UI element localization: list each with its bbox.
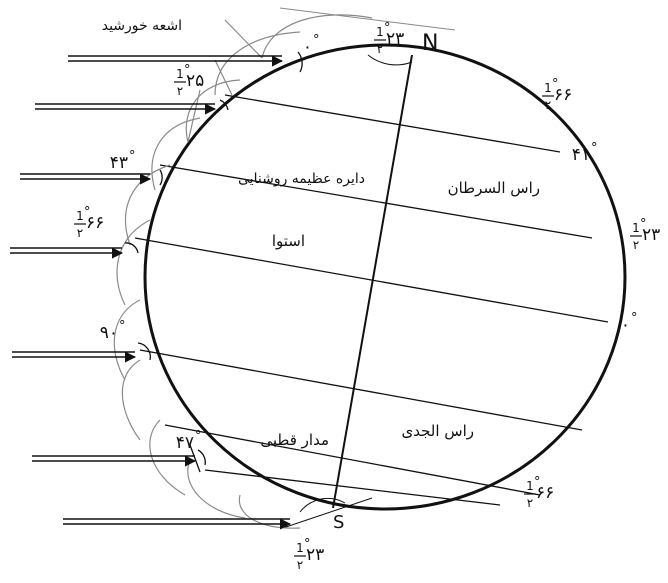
angle-whole: ۲۳ xyxy=(306,545,324,565)
angle-degree: ° xyxy=(313,33,320,48)
angle-whole: ۰ xyxy=(303,37,312,57)
lat-line-41 xyxy=(159,164,593,239)
ray-angle-angle-47: ۴۷° xyxy=(176,429,202,453)
angle-frac-num: 1 xyxy=(376,25,384,39)
ray-angle-angle-66-half-left: ۶۶1 ۲° xyxy=(74,205,104,240)
angle-degree: ° xyxy=(184,63,191,78)
angle-whole: ۴۷ xyxy=(176,433,194,453)
polar-circle-label: مدار قطبی xyxy=(260,431,329,449)
sun-ray-6 xyxy=(32,455,197,467)
angle-frac-num: 1 xyxy=(632,221,640,235)
lat-line-0 xyxy=(139,349,583,431)
angle-frac-den: ۲ xyxy=(77,226,83,240)
angle-degree: ° xyxy=(304,537,311,552)
angle-degree: ° xyxy=(119,319,126,334)
angle-degree: ° xyxy=(384,21,391,36)
latitude-lat-23-half-right: ۲۳1 ۲° xyxy=(630,217,660,252)
sun-rays-label: اشعه خورشید xyxy=(102,18,182,34)
earth-circle xyxy=(143,43,627,511)
ray-angle-angle-25-half: ۲۵1 ۲° xyxy=(174,63,204,98)
pole-pole-angle-south: ۲۳1 ۲° xyxy=(294,537,324,572)
angle-labels: ۰°۲۵1۲°۴۳°۶۶1۲°۹۰°۴۷°۶۶1۲°۴۱°۲۳1۲°۰°۶۶1۲… xyxy=(74,21,660,572)
great-circle-label: دایره عظیمه روشنایی xyxy=(238,171,365,187)
angle-whole: ۰ xyxy=(621,315,630,335)
angle-whole: ۴۳ xyxy=(110,153,128,173)
angle-frac-num: 1 xyxy=(176,67,184,81)
ray-angle-angle-43: ۴۳° xyxy=(110,149,136,173)
angle-whole: ۲۵ xyxy=(186,71,204,91)
equator-label: استوا xyxy=(272,232,305,250)
angle-whole: ۴۱ xyxy=(572,145,590,165)
latitude-lines xyxy=(134,94,609,506)
angle-frac-den: ۲ xyxy=(527,496,533,510)
angle-frac-num: 1 xyxy=(526,479,534,493)
north-label: N xyxy=(422,31,438,56)
lat-line-23 xyxy=(134,237,609,323)
tropic-capricorn-label: راس الجدی xyxy=(401,422,474,440)
angle-degree: ° xyxy=(84,205,91,220)
angle-whole: ۶۶ xyxy=(554,85,572,105)
sun-ray-7 xyxy=(63,518,292,530)
lat-line-s23 xyxy=(164,424,541,496)
latitude-lat-0: ۰° xyxy=(621,311,638,335)
angle-degree: ° xyxy=(534,475,541,490)
ray-angle-angle-0-top: ۰° xyxy=(303,33,320,57)
sun-ray-4 xyxy=(10,247,124,259)
angle-frac-den: ۲ xyxy=(297,558,303,572)
angle-frac-num: 1 xyxy=(296,541,304,555)
angle-degree: ° xyxy=(195,429,202,444)
angle-arcs xyxy=(113,14,373,529)
north-pole-arc xyxy=(367,54,413,66)
latitude-lat-41: ۴۱° xyxy=(572,141,598,165)
angle-frac-den: ۲ xyxy=(633,238,639,252)
angle-degree: ° xyxy=(591,141,598,156)
south-pole-arc xyxy=(299,497,346,513)
south-label: S xyxy=(333,512,344,533)
angle-degree: ° xyxy=(129,149,136,164)
angle-whole: ۲۳ xyxy=(386,29,404,49)
angle-frac-den: ۲ xyxy=(377,42,383,56)
angle-whole: ۶۶ xyxy=(86,213,104,233)
latitude-lat-66-half-top: ۶۶1 ۲° xyxy=(542,77,572,112)
tropic-cancer-label: راس السرطان xyxy=(448,179,540,197)
latitude-lat-66-half-bottom: ۶۶1 ۲° xyxy=(524,475,554,510)
lat-line-66 xyxy=(224,94,561,153)
sun-ray-1 xyxy=(68,55,284,67)
angle-marks xyxy=(124,51,303,473)
sun-ray-5 xyxy=(12,351,137,363)
angle-whole: ۹۰ xyxy=(100,323,118,343)
ray-angle-angle-90: ۹۰° xyxy=(100,319,126,343)
angle-whole: ۶۶ xyxy=(536,483,554,503)
angle-frac-num: 1 xyxy=(544,81,552,95)
angle-frac-num: 1 xyxy=(76,209,84,223)
pole-pole-angle-north: ۲۳1 ۲° xyxy=(374,21,404,56)
angle-frac-den: ۲ xyxy=(177,84,183,98)
angle-frac-den: ۲ xyxy=(545,98,551,112)
upper-latitude-line xyxy=(279,7,456,31)
angle-degree: ° xyxy=(640,217,647,232)
earth-axis xyxy=(332,54,413,509)
angle-degree: ° xyxy=(631,311,638,326)
sun-ray-3 xyxy=(20,173,152,185)
south-tangent xyxy=(282,497,373,529)
sun-ray-2 xyxy=(35,103,217,115)
sun-rays xyxy=(10,55,292,530)
angle-whole: ۲۳ xyxy=(642,225,660,245)
angle-degree: ° xyxy=(552,77,559,92)
